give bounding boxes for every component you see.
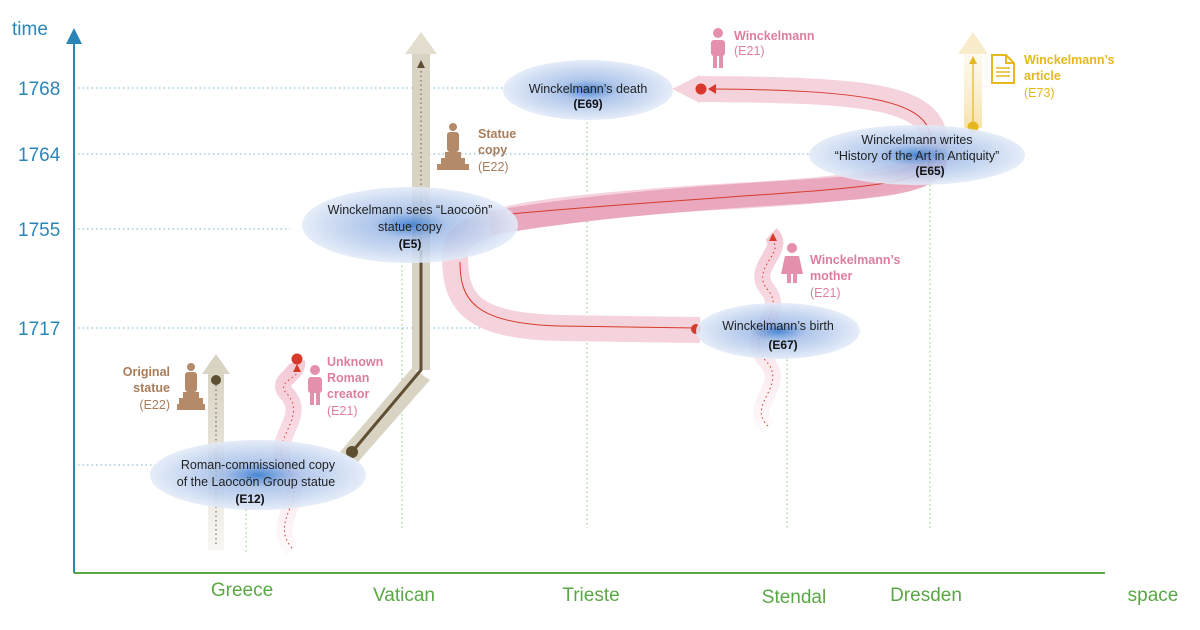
time-axis-label: time [12, 19, 48, 40]
mother-code: (E21) [810, 286, 841, 300]
place-label-stendal: Stendal [762, 587, 826, 608]
winckelmann-person-icon [711, 28, 725, 68]
event-sees-line2: statue copy [378, 220, 443, 234]
event-writes-line2: “History of the Art in Antiquity” [835, 149, 1000, 163]
event-birth[interactable]: Winckelmann’s birth (E67) [696, 303, 860, 359]
event-writes-code: (E65) [915, 164, 944, 178]
winckelmann-lifeline [441, 75, 949, 343]
event-death[interactable]: Winckelmann’s death (E69) [503, 60, 673, 120]
mother-label-line1: Winckelmann’s [810, 253, 900, 267]
year-label-1764: 1764 [18, 145, 61, 166]
article-label-line2: article [1024, 69, 1061, 83]
article-lifeline [958, 32, 988, 133]
y-axis-arrow-icon [66, 28, 82, 44]
place-label-vatican: Vatican [373, 585, 435, 606]
statue-copy-label-line1: Statue [478, 127, 516, 141]
original-statue-label-line2: statue [133, 381, 170, 395]
event-birth-title: Winckelmann’s birth [722, 319, 834, 333]
event-copy-line2: of the Laocoön Group statue [177, 475, 335, 489]
mother-person-icon [781, 243, 803, 283]
creator-label-line2: Roman [327, 371, 369, 385]
original-statue-icon [177, 363, 205, 410]
article-document-icon [991, 54, 1015, 84]
event-copy-code: (E12) [235, 492, 264, 506]
event-sees-code: (E5) [399, 237, 422, 251]
y-axis [66, 28, 82, 573]
original-statue-code: (E22) [139, 398, 170, 412]
creator-code: (E21) [327, 404, 358, 418]
winckelmann-label: Winckelmann [734, 29, 814, 43]
event-sees[interactable]: Winckelmann sees “Laocoön” statue copy (… [302, 187, 518, 263]
event-death-code: (E69) [573, 97, 602, 111]
year-label-1717: 1717 [18, 319, 60, 340]
statue-copy-label-line2: copy [478, 143, 507, 157]
year-label-1755: 1755 [18, 220, 60, 241]
event-copy[interactable]: Roman-commissioned copy of the Laocoön G… [150, 440, 366, 510]
creator-label-line1: Unknown [327, 355, 383, 369]
event-sees-line1: Winckelmann sees “Laocoön” [328, 203, 493, 217]
event-writes-line1: Winckelmann writes [861, 133, 972, 147]
place-lines [245, 118, 931, 552]
event-copy-line1: Roman-commissioned copy [181, 458, 336, 472]
mother-label-line2: mother [810, 269, 853, 283]
space-axis-label: space [1128, 585, 1179, 606]
year-label-1768: 1768 [18, 79, 60, 100]
original-statue-label-line1: Original [123, 365, 170, 379]
statue-copy-code: (E22) [478, 160, 509, 174]
winckelmann-code: (E21) [734, 44, 765, 58]
place-label-greece: Greece [211, 580, 273, 601]
place-label-trieste: Trieste [562, 585, 619, 606]
event-writes[interactable]: Winckelmann writes “History of the Art i… [809, 125, 1025, 185]
article-label-line1: Winckelmann’s [1024, 53, 1114, 67]
event-birth-code: (E67) [768, 338, 797, 352]
creator-person-icon [308, 365, 322, 405]
event-death-title: Winckelmann’s death [529, 82, 648, 96]
place-label-dresden: Dresden [890, 585, 962, 606]
article-code: (E73) [1024, 86, 1055, 100]
statue-copy-icon [437, 123, 469, 170]
creator-label-line3: creator [327, 387, 370, 401]
